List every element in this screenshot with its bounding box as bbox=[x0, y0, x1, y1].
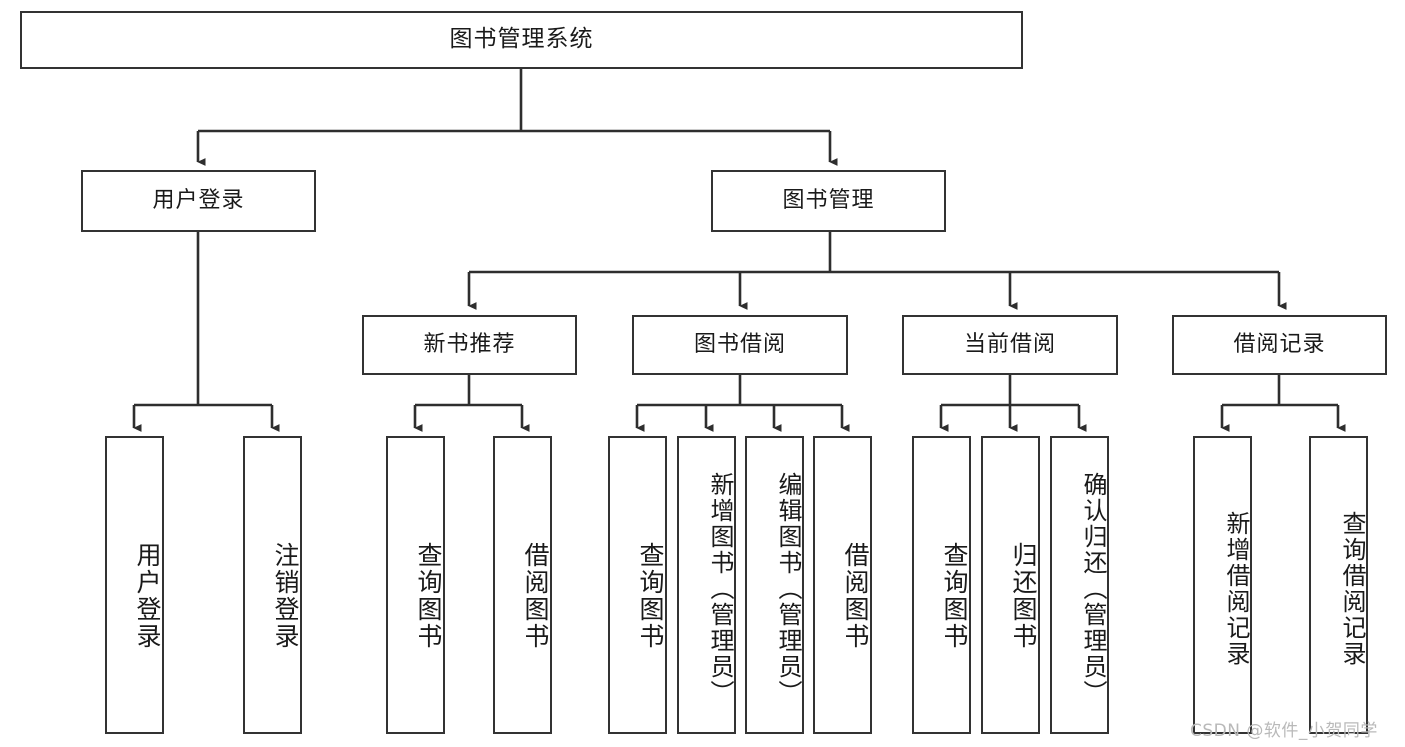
watermark-text: CSDN @软件_小贺同学 bbox=[1190, 721, 1378, 741]
node-borrowing-records[interactable]: 借阅记录 bbox=[1172, 315, 1387, 375]
node-leaf-borrow-book[interactable]: 借阅图书 bbox=[813, 436, 872, 734]
node-label: 归还图书 bbox=[1009, 542, 1038, 650]
node-leaf-query-book-recommend[interactable]: 查询图书 bbox=[386, 436, 445, 734]
csdn-watermark: CSDN @软件_小贺同学 bbox=[1190, 716, 1378, 741]
node-leaf-add-book-admin[interactable]: 新增图书（管理员） bbox=[677, 436, 736, 734]
node-label: 注销登录 bbox=[271, 542, 300, 650]
node-label: 确认归还（管理员） bbox=[1079, 472, 1107, 706]
node-leaf-user-login[interactable]: 用户登录 bbox=[105, 436, 164, 734]
node-book-borrowing[interactable]: 图书借阅 bbox=[632, 315, 848, 375]
node-label: 编辑图书（管理员） bbox=[774, 472, 802, 706]
node-leaf-logout[interactable]: 注销登录 bbox=[243, 436, 302, 734]
node-user-login[interactable]: 用户登录 bbox=[81, 170, 316, 232]
node-leaf-add-borrow-record[interactable]: 新增借阅记录 bbox=[1193, 436, 1252, 734]
node-label: 新增借阅记录 bbox=[1222, 511, 1250, 667]
node-leaf-query-book-borrow[interactable]: 查询图书 bbox=[608, 436, 667, 734]
node-label: 查询借阅记录 bbox=[1338, 511, 1366, 667]
node-current-borrowing[interactable]: 当前借阅 bbox=[902, 315, 1118, 375]
node-label: 用户登录 bbox=[152, 187, 245, 213]
node-label: 新增图书（管理员） bbox=[706, 472, 734, 706]
node-leaf-return-book[interactable]: 归还图书 bbox=[981, 436, 1040, 734]
node-label: 图书管理 bbox=[782, 187, 875, 213]
node-label: 图书管理系统 bbox=[449, 26, 594, 53]
node-leaf-query-borrow-record[interactable]: 查询借阅记录 bbox=[1309, 436, 1368, 734]
node-label: 图书借阅 bbox=[693, 331, 786, 357]
node-label: 新书推荐 bbox=[423, 331, 516, 357]
node-book-management[interactable]: 图书管理 bbox=[711, 170, 946, 232]
node-label: 查询图书 bbox=[414, 542, 443, 650]
node-root-book-management-system[interactable]: 图书管理系统 bbox=[20, 11, 1023, 69]
node-label: 查询图书 bbox=[940, 542, 969, 650]
node-label: 借阅图书 bbox=[841, 542, 870, 650]
node-leaf-edit-book-admin[interactable]: 编辑图书（管理员） bbox=[745, 436, 804, 734]
node-leaf-query-book-current[interactable]: 查询图书 bbox=[912, 436, 971, 734]
node-leaf-borrow-book-recommend[interactable]: 借阅图书 bbox=[493, 436, 552, 734]
node-new-book-recommendation[interactable]: 新书推荐 bbox=[362, 315, 577, 375]
node-leaf-confirm-return-admin[interactable]: 确认归还（管理员） bbox=[1050, 436, 1109, 734]
node-label: 用户登录 bbox=[133, 542, 162, 650]
node-label: 借阅记录 bbox=[1233, 331, 1326, 357]
node-label: 当前借阅 bbox=[963, 331, 1056, 357]
node-label: 借阅图书 bbox=[521, 542, 550, 650]
node-label: 查询图书 bbox=[636, 542, 665, 650]
